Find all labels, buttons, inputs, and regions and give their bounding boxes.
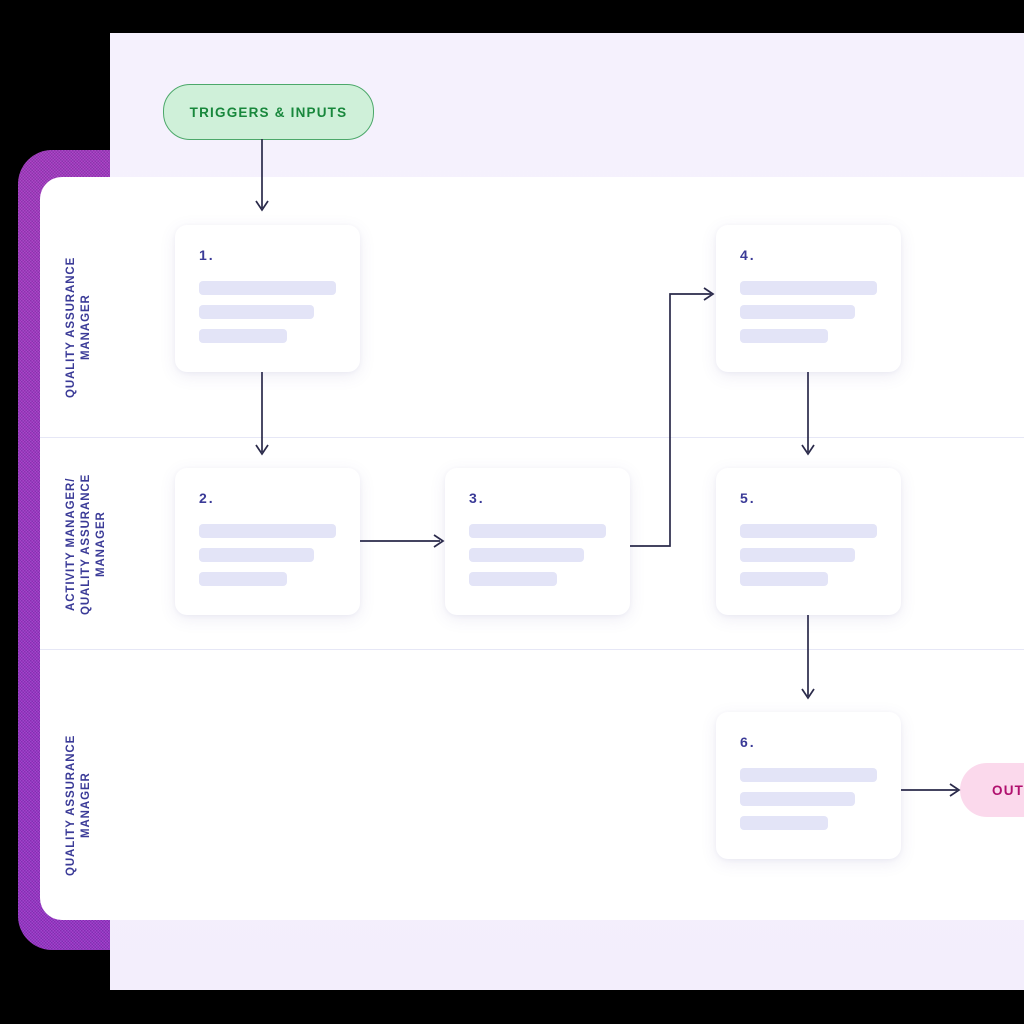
placeholder-bar: [740, 816, 828, 830]
placeholder-bar: [740, 572, 828, 586]
step-number-2: 2.: [199, 490, 215, 506]
placeholder-bar: [469, 572, 557, 586]
step-card-4[interactable]: 4.: [716, 225, 901, 372]
step-card-2[interactable]: 2.: [175, 468, 360, 615]
lane-label-activity-manager-quality-assurance-manager: ACTIVITY MANAGER/ QUALITY ASSURANCE MANA…: [65, 473, 107, 616]
placeholder-bar: [740, 329, 828, 343]
placeholder-bar: [740, 792, 855, 806]
outputs-pill[interactable]: OUTPUTS: [960, 763, 1024, 817]
placeholder-bar: [199, 548, 314, 562]
placeholder-bar: [740, 524, 877, 538]
placeholder-bar: [199, 572, 287, 586]
step-number-5: 5.: [740, 490, 756, 506]
placeholder-bar: [740, 281, 877, 295]
step-number-1: 1.: [199, 247, 215, 263]
lane-label-quality-assurance-manager-bottom: QUALITY ASSURANCE MANAGER: [65, 734, 92, 876]
placeholder-bar: [469, 548, 584, 562]
placeholder-bar: [469, 524, 606, 538]
placeholder-bar: [199, 281, 336, 295]
lane-divider-2: [40, 649, 1024, 650]
step-number-3: 3.: [469, 490, 485, 506]
step-number-4: 4.: [740, 247, 756, 263]
step-card-6[interactable]: 6.: [716, 712, 901, 859]
placeholder-bar: [199, 524, 336, 538]
placeholder-bar: [199, 305, 314, 319]
triggers-and-inputs-pill[interactable]: TRIGGERS & INPUTS: [163, 84, 374, 140]
placeholder-bar: [740, 768, 877, 782]
step-number-6: 6.: [740, 734, 756, 750]
lane-divider-1: [40, 437, 1024, 438]
placeholder-bar: [740, 548, 855, 562]
lane-label-quality-assurance-manager-top: QUALITY ASSURANCE MANAGER: [65, 256, 92, 399]
step-card-3[interactable]: 3.: [445, 468, 630, 615]
step-card-5[interactable]: 5.: [716, 468, 901, 615]
placeholder-bar: [199, 329, 287, 343]
placeholder-bar: [740, 305, 855, 319]
step-card-1[interactable]: 1.: [175, 225, 360, 372]
